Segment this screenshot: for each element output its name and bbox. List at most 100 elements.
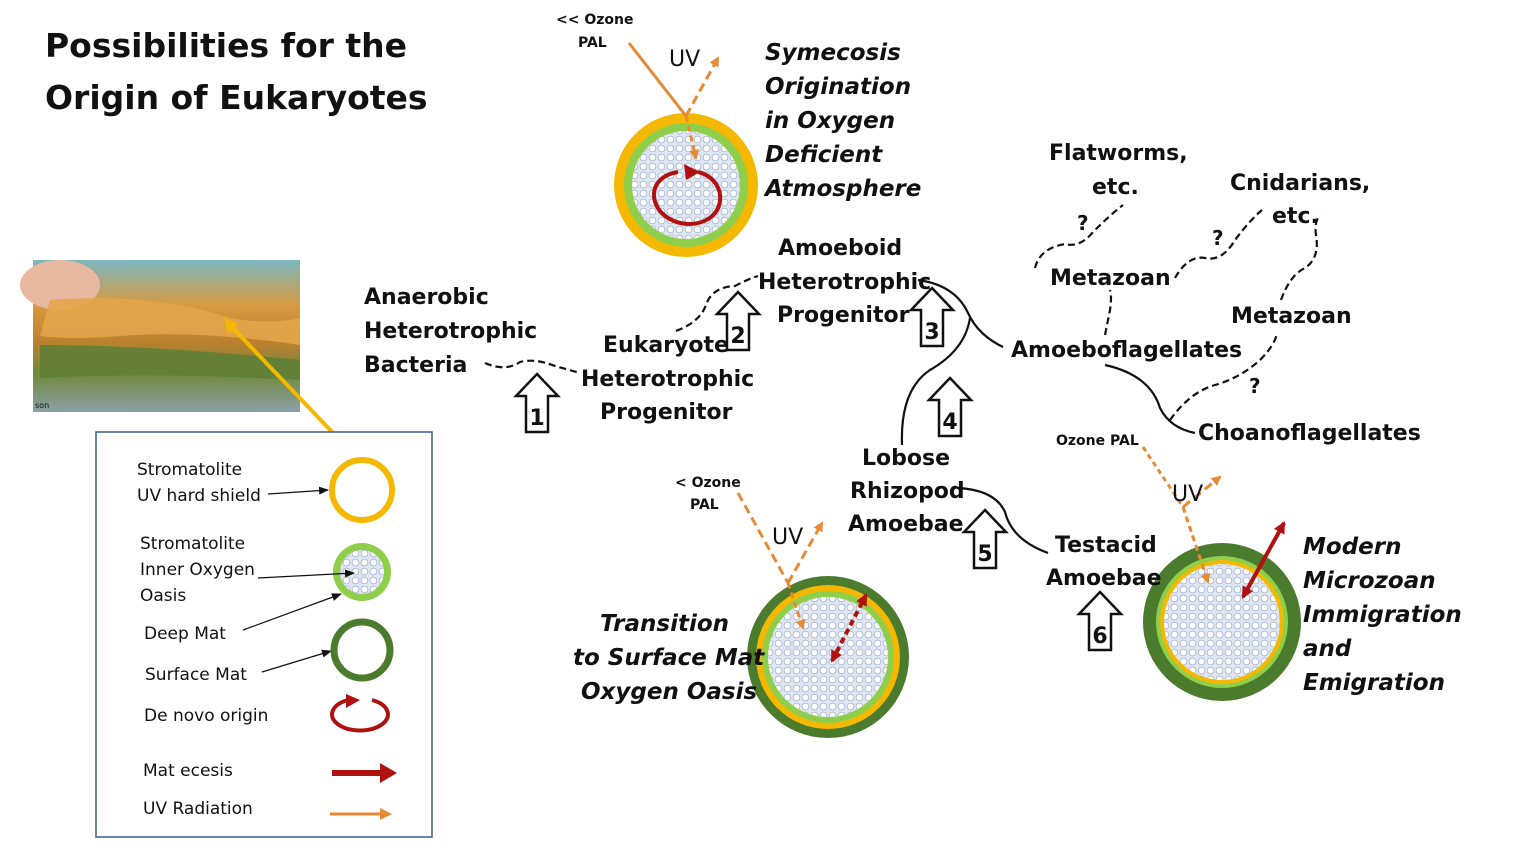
legend-label: UV Radiation: [143, 799, 253, 819]
step-arrows: 1 2 3 4 5 6: [513, 286, 1124, 652]
uv-reflected-line: [1182, 475, 1222, 509]
scenario-label: Deficient: [765, 142, 883, 168]
uv-incoming-line: [627, 42, 688, 117]
legend-label: Oasis: [140, 586, 186, 606]
node-eukaryote-label: Progenitor: [600, 400, 733, 425]
node-anaerobic-label: Anaerobic: [364, 285, 489, 310]
link-amoeboid-amoeboflagellates: [917, 278, 1004, 348]
node-testacid-label: Testacid: [1055, 533, 1157, 558]
legend-label: Mat ecesis: [143, 761, 233, 781]
question-mark: ?: [1077, 211, 1089, 235]
legend-box: [95, 431, 433, 838]
uv-penetration-line: [1181, 506, 1211, 584]
uv-label: UV: [1172, 482, 1203, 507]
step-arrow-2: 2: [714, 290, 762, 352]
photo-link-arrowhead: [224, 318, 238, 334]
scenario-label: Origination: [765, 74, 911, 100]
dark-green-ring-symbol: [330, 618, 394, 682]
node-flatworms-label: etc.: [1092, 175, 1139, 200]
phylogeny-links: [484, 204, 1321, 555]
red-loop-symbol: [330, 698, 390, 733]
link-amoeboflagellates-metazoan: [1103, 289, 1113, 336]
scenario-label: Atmosphere: [763, 176, 921, 202]
step-arrow-1: 1: [513, 372, 561, 434]
node-cnidarians-label: Cnidarians,: [1230, 171, 1370, 196]
step-arrow-6: 6: [1076, 590, 1124, 652]
phylogeny-labels: Anaerobic Heterotrophic Bacteria Eukaryo…: [364, 141, 1421, 591]
question-mark: ?: [1212, 226, 1224, 250]
stromatolite-photo: son: [20, 260, 300, 412]
mat-ecesis-dotted-arrow: [830, 593, 868, 663]
scenario-label: Immigration: [1303, 602, 1462, 628]
step-number: 6: [1092, 624, 1107, 649]
step-number: 5: [977, 542, 992, 567]
step-number: 3: [924, 320, 939, 345]
title-line-1: Possibilities for the: [45, 26, 407, 65]
question-mark: ?: [1249, 374, 1261, 398]
uv-penetration-line: [786, 582, 806, 630]
link-eukaryote-amoeboid: [675, 274, 759, 333]
scenario-label: Emigration: [1303, 670, 1445, 696]
node-amoeboflagellates-label: Amoeboflagellates: [1011, 338, 1242, 363]
scenario-label: Oxygen Oasis: [581, 679, 757, 705]
node-lobose-label: Rhizopod: [850, 479, 965, 504]
uv-penetration-line: [684, 115, 700, 160]
node-flatworms-label: Flatworms,: [1049, 141, 1188, 166]
node-anaerobic-label: Heterotrophic: [364, 319, 537, 344]
legend-label: De novo origin: [144, 706, 268, 726]
scenario-label: Modern: [1303, 534, 1401, 560]
node-amoeboid-label: Heterotrophic: [758, 270, 931, 295]
step-arrow-5: 5: [961, 508, 1009, 570]
legend: Stromatolite UV hard shield Stromatolite…: [95, 431, 433, 838]
finger-shape: [20, 260, 100, 310]
uv-label: UV: [669, 47, 700, 72]
ozone-label: < Ozone: [675, 475, 741, 491]
node-lobose-label: Amoebae: [848, 512, 964, 537]
link-bacteria-eukaryote: [484, 359, 581, 375]
node-lobose-label: Lobose: [862, 446, 950, 471]
hollow-arrow-shape: [714, 290, 762, 352]
node-amoeboid-label: Amoeboid: [778, 236, 902, 261]
scenario-label: to Surface Mat: [573, 645, 765, 671]
step-number: 1: [529, 406, 544, 431]
legend-item-mat-ecesis: Mat ecesis: [143, 761, 397, 783]
node-amoeboid-label: Progenitor: [777, 303, 910, 328]
legend-item-deep-mat: Deep Mat: [144, 593, 342, 644]
hollow-arrow-shape: [961, 508, 1009, 570]
hollow-arrow-shape: [1076, 590, 1124, 652]
node-eukaryote-label: Eukaryote: [603, 333, 729, 358]
de-novo-loop: [652, 170, 723, 227]
step-arrow-4: 4: [926, 376, 974, 438]
scenario-label: Symecosis: [765, 40, 901, 66]
node-metazoan-left-label: Metazoan: [1050, 266, 1171, 291]
node-anaerobic-label: Bacteria: [364, 353, 467, 378]
legend-label: Surface Mat: [145, 665, 247, 685]
page-title: Possibilities for the Origin of Eukaryot…: [45, 26, 428, 117]
link-metazoan-flatworms: [1033, 204, 1124, 269]
uv-reflected-line: [786, 521, 824, 584]
photo-caption-fragment: son: [35, 401, 49, 410]
link-metazoan-cnidarians-right: [1279, 214, 1321, 301]
step-arrow-3: 3: [908, 286, 956, 348]
legend-item-uv-radiation: UV Radiation: [143, 799, 392, 820]
legend-label: Deep Mat: [144, 624, 226, 644]
legend-label: Inner Oxygen: [140, 560, 255, 580]
legend-item-inner-oasis: Stromatolite Inner Oxygen Oasis: [140, 534, 391, 606]
scenario-transition: < Ozone PAL UV Transition to Surface Mat…: [573, 475, 909, 738]
scenario-label: and: [1303, 636, 1352, 662]
uv-label: UV: [772, 525, 803, 550]
yellow-ring-symbol: [329, 457, 395, 523]
link-choano-metazoan: [1169, 332, 1279, 421]
scenario-label: Transition: [600, 611, 729, 637]
node-eukaryote-label: Heterotrophic: [581, 367, 754, 392]
hollow-arrow-shape: [513, 372, 561, 434]
legend-label: Stromatolite: [140, 534, 245, 554]
node-testacid-label: Amoebae: [1046, 566, 1162, 591]
link-amoeboflagellates-choanoflagellates: [1104, 363, 1196, 435]
scenario-modern: Ozone PAL UV Modern Microzoan Immigratio…: [1056, 433, 1462, 701]
link-metazoan-cnidarians: [1174, 209, 1263, 279]
link-lobose-amoeboflagellates: [900, 317, 972, 446]
ozone-label: PAL: [578, 35, 607, 51]
legend-label: Stromatolite: [137, 460, 242, 480]
